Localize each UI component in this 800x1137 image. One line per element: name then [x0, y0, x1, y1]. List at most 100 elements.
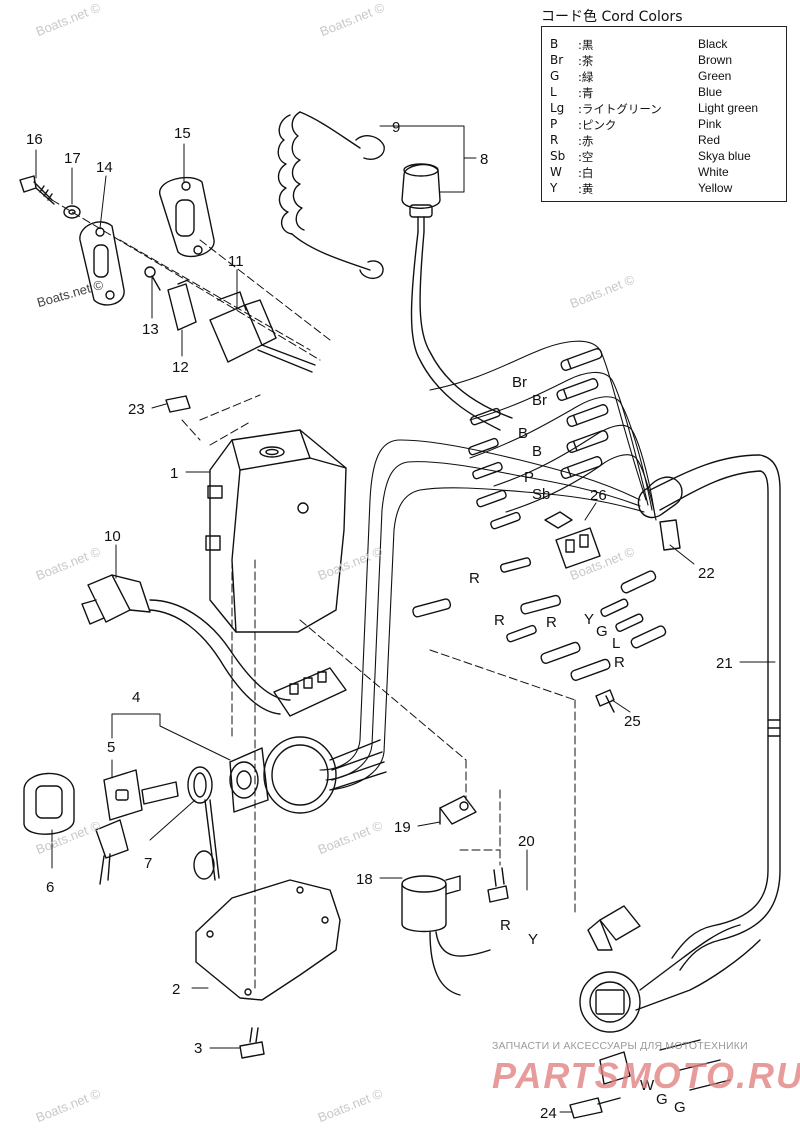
wire-label-r5: R	[500, 917, 511, 934]
cap-7	[187, 766, 220, 881]
callout-25: 25	[624, 713, 641, 730]
callout-17: 17	[64, 150, 81, 167]
brand-logo: PARTSMOTO.RU	[492, 1055, 800, 1096]
lanyard-9	[277, 111, 385, 280]
legend-code: Lg	[550, 101, 565, 115]
bracket-15	[159, 176, 215, 258]
callout-1: 1	[170, 465, 178, 482]
clamp-19	[439, 795, 477, 825]
callout-2: 2	[172, 981, 180, 998]
callout-21: 21	[716, 655, 733, 672]
leader-lines	[35, 125, 776, 1113]
callouts: 1 2 3 4 5 6 7 8 9 10 11 12 13 14 15 16 1…	[26, 119, 733, 1122]
callout-15: 15	[174, 125, 191, 142]
relay-11	[209, 291, 316, 373]
legend-jp: :黄	[578, 182, 594, 196]
wire-label-r3: R	[546, 614, 557, 631]
legend-en: Brown	[698, 53, 733, 67]
bolt-20	[487, 867, 509, 903]
legend-en: Blue	[698, 85, 723, 99]
callout-16: 16	[26, 131, 43, 148]
key-cover-6	[23, 772, 75, 835]
legend-code: G	[550, 69, 560, 83]
legend-en: White	[698, 165, 729, 179]
legend-code: Br	[550, 53, 564, 67]
legend-code: R	[550, 133, 559, 147]
wire-label-r4: R	[614, 654, 625, 671]
legend-title: コード色 Cord Colors	[541, 9, 683, 25]
callout-19: 19	[394, 819, 411, 836]
screw-16	[19, 175, 55, 205]
callout-26: 26	[590, 487, 607, 504]
bolt-25	[595, 689, 615, 713]
callout-12: 12	[172, 359, 189, 376]
legend-jp: :空	[578, 150, 594, 164]
callout-20: 20	[518, 833, 535, 850]
wire-label-l1: L	[612, 635, 620, 652]
legend-en: Red	[698, 133, 721, 147]
legend-code: P	[550, 117, 558, 131]
legend-jp: :茶	[578, 54, 594, 68]
wire-label-g2: G	[656, 1091, 668, 1108]
callout-4: 4	[132, 689, 140, 706]
connector-cluster-top	[412, 348, 667, 681]
callout-11: 11	[228, 253, 244, 270]
wire-label-sb: Sb	[532, 486, 550, 503]
legend-code: L	[550, 85, 557, 99]
coupler-26	[544, 511, 601, 569]
wire-label-b2: B	[532, 443, 542, 460]
wire-label-w1: W	[640, 1077, 655, 1094]
pad-23	[165, 395, 191, 413]
callout-3: 3	[194, 1040, 202, 1057]
legend-jp: :赤	[578, 134, 594, 148]
wire-label-p: P	[524, 469, 534, 486]
legend-code: B	[550, 37, 559, 51]
dash-leaders	[51, 199, 576, 991]
legend-en: Yellow	[698, 181, 733, 195]
legend-jp: :青	[578, 86, 594, 100]
legend-en: Skya blue	[698, 149, 751, 163]
buzzer-18	[401, 875, 491, 996]
bracket-12	[167, 279, 197, 331]
callout-9: 9	[392, 119, 400, 136]
wire-label-y1: Y	[584, 611, 594, 628]
legend-en: Green	[698, 69, 732, 83]
callout-7: 7	[144, 855, 152, 872]
key-5	[95, 769, 179, 885]
wire-label-br1: Br	[512, 374, 527, 391]
control-box-1	[205, 429, 347, 633]
callout-10: 10	[104, 528, 121, 545]
callout-22: 22	[698, 565, 715, 582]
legend-en: Pink	[698, 117, 722, 131]
legend-en: Light green	[698, 101, 759, 115]
washer-17	[63, 205, 81, 219]
main-switch-4	[229, 736, 387, 814]
plate-2	[195, 879, 341, 1001]
callout-18: 18	[356, 871, 373, 888]
legend-jp: :ライトグリーン	[578, 102, 662, 116]
wire-label-g1: G	[596, 623, 608, 640]
pad-22	[659, 519, 681, 551]
legend-jp: :白	[578, 166, 594, 180]
legend-code: W	[550, 165, 562, 179]
screw-3	[239, 1027, 265, 1059]
legend-code: Y	[550, 181, 558, 195]
legend-en: Black	[698, 37, 728, 51]
legend-jp: :黒	[578, 38, 594, 52]
wire-label-b1: B	[518, 425, 528, 442]
brand-caption: ЗАПЧАСТИ И АКСЕССУАРЫ ДЛЯ МОТОТЕХНИКИ	[492, 1040, 748, 1052]
wire-label-y2: Y	[528, 931, 538, 948]
legend-jp: :緑	[578, 70, 594, 84]
connector-cluster-bottom	[569, 905, 761, 1119]
screw-13	[144, 266, 161, 291]
callout-5: 5	[107, 739, 115, 756]
callout-6: 6	[46, 879, 54, 896]
callout-8: 8	[480, 151, 488, 168]
legend-code: Sb	[550, 149, 566, 163]
wire-color-labels: Br Br B B P Sb R R R Y G L R R Y W G G	[469, 374, 686, 1116]
lanyard-cap-8	[401, 163, 513, 431]
connector-mid	[273, 667, 347, 717]
callout-24: 24	[540, 1105, 557, 1122]
